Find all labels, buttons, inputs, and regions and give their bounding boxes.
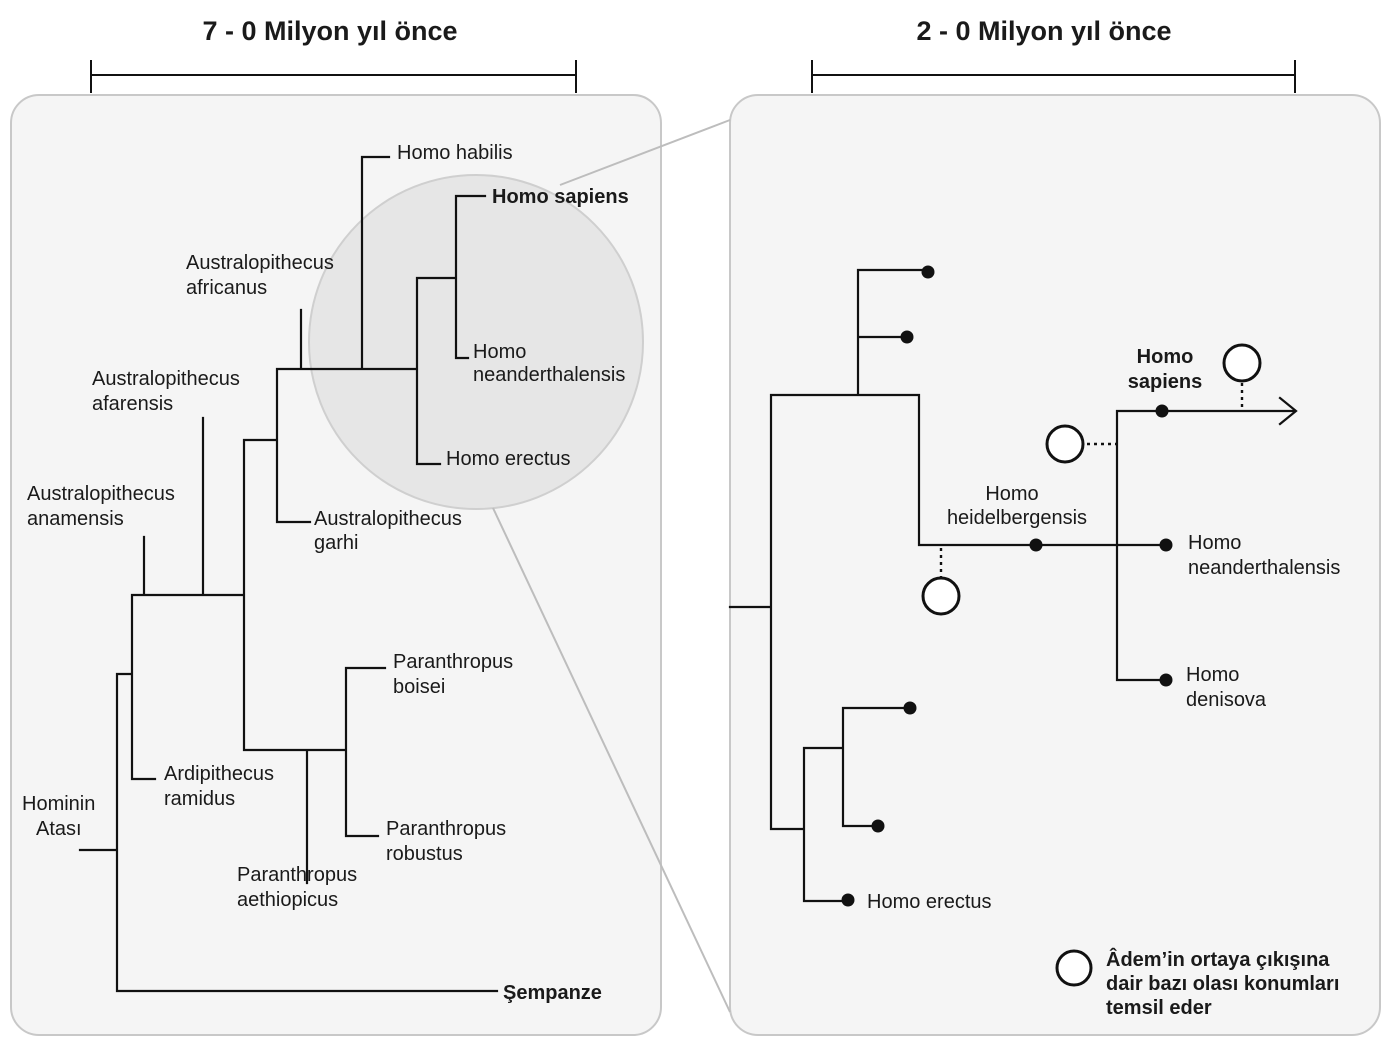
label-p-boisei-2: boisei bbox=[393, 676, 445, 698]
legend-line-1: Âdem’in ortaya çıkışına bbox=[1106, 947, 1330, 971]
label-sempanze: Şempanze bbox=[503, 982, 602, 1004]
label-a-afarensis-1: Australopithecus bbox=[92, 368, 240, 390]
label-heidelbergensis-1: Homo bbox=[985, 483, 1038, 505]
label-homo-nean-1: Homo bbox=[473, 341, 526, 363]
zoom-circle bbox=[308, 174, 644, 510]
left-tree-branches bbox=[78, 155, 499, 993]
label-p-aethiopicus-2: aethiopicus bbox=[237, 889, 338, 911]
left-panel-title: 7 - 0 Milyon yıl önce bbox=[202, 16, 457, 46]
left-time-bracket bbox=[90, 60, 577, 93]
node-dot bbox=[1155, 404, 1169, 418]
label-denisova-1: Homo bbox=[1186, 664, 1239, 686]
label-p-boisei-1: Paranthropus bbox=[393, 651, 513, 673]
label-heidelbergensis-2: heidelbergensis bbox=[947, 507, 1087, 529]
label-a-afarensis-2: afarensis bbox=[92, 393, 173, 415]
label-a-anamensis-1: Australopithecus bbox=[27, 483, 175, 505]
possible-position-circle bbox=[1045, 424, 1085, 464]
legend-circle bbox=[1055, 949, 1093, 987]
node-dot bbox=[1159, 538, 1173, 552]
label-ardipithecus-2: ramidus bbox=[164, 788, 235, 810]
node-dot bbox=[1159, 673, 1173, 687]
possible-position-circle bbox=[1222, 343, 1262, 383]
node-dot bbox=[903, 701, 917, 715]
node-dot bbox=[900, 330, 914, 344]
node-dot bbox=[871, 819, 885, 833]
label-hominin-1: Hominin bbox=[22, 793, 95, 815]
possible-position-circle bbox=[921, 576, 961, 616]
possible-position-markers bbox=[921, 343, 1262, 616]
zoom-connector-bottom bbox=[492, 507, 731, 1013]
label-a-anamensis-2: anamensis bbox=[27, 508, 124, 530]
label-neanderthalensis-r2: neanderthalensis bbox=[1188, 557, 1340, 579]
label-homo-sapiens-r1: Homo bbox=[1137, 346, 1194, 368]
legend-line-3: temsil eder bbox=[1106, 997, 1212, 1019]
tree-node-dots bbox=[841, 265, 1173, 907]
node-dot bbox=[921, 265, 935, 279]
label-homo-sapiens-r2: sapiens bbox=[1128, 371, 1202, 393]
label-homo-erectus-right: Homo erectus bbox=[867, 891, 992, 913]
label-homo-nean-2: neanderthalensis bbox=[473, 364, 625, 386]
label-hominin-2: Atası bbox=[36, 818, 82, 840]
label-p-aethiopicus-1: Paranthropus bbox=[237, 864, 357, 886]
label-a-garhi-1: Australopithecus bbox=[314, 508, 462, 530]
dotted-connectors bbox=[939, 383, 1244, 578]
node-dot bbox=[841, 893, 855, 907]
label-homo-habilis: Homo habilis bbox=[397, 142, 513, 164]
label-homo-erectus-left: Homo erectus bbox=[446, 448, 571, 470]
node-dot bbox=[1029, 538, 1043, 552]
label-ardipithecus-1: Ardipithecus bbox=[164, 763, 274, 785]
label-a-garhi-2: garhi bbox=[314, 532, 358, 554]
legend-line-2: dair bazı olası konumları bbox=[1106, 973, 1339, 995]
label-homo-sapiens: Homo sapiens bbox=[492, 186, 629, 208]
label-neanderthalensis-r1: Homo bbox=[1188, 532, 1241, 554]
zoom-connector-top bbox=[559, 119, 731, 186]
label-p-robustus-1: Paranthropus bbox=[386, 818, 506, 840]
label-denisova-2: denisova bbox=[1186, 689, 1267, 711]
label-a-africanus-1: Australopithecus bbox=[186, 252, 334, 274]
right-tree-branches bbox=[728, 268, 1298, 903]
right-panel-title: 2 - 0 Milyon yıl önce bbox=[916, 16, 1171, 46]
right-time-bracket bbox=[811, 60, 1296, 93]
right-panel bbox=[729, 94, 1381, 1036]
label-p-robustus-2: robustus bbox=[386, 843, 463, 865]
label-a-africanus-2: africanus bbox=[186, 277, 267, 299]
